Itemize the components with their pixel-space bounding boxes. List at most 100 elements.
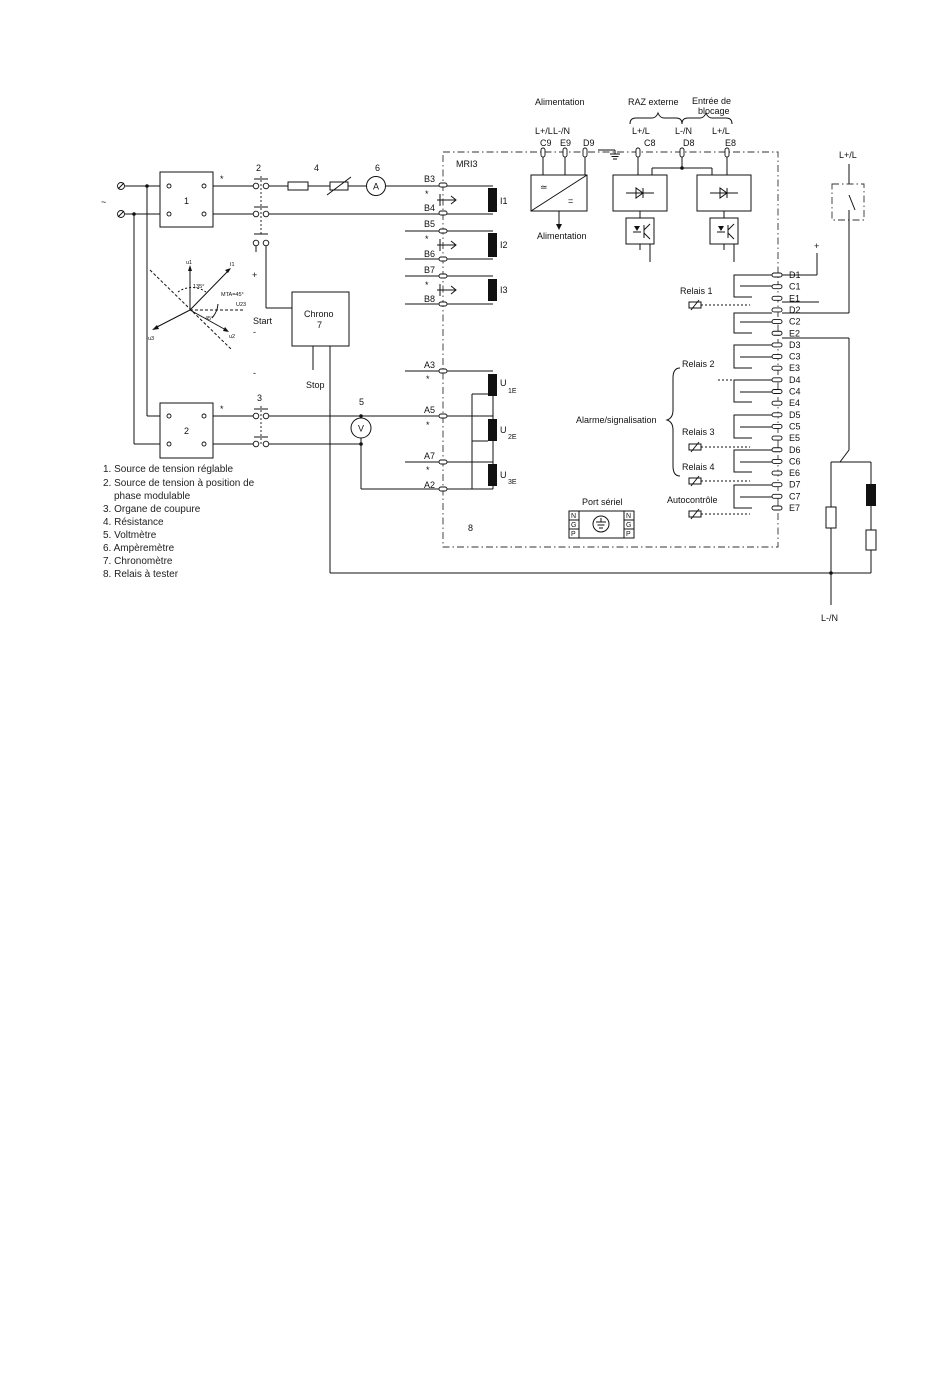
minus-sign-2: - (253, 368, 256, 378)
raz-lmn: L-/N (675, 126, 692, 136)
source-2-label: 2 (184, 426, 189, 436)
relais-4-label: Relais 4 (682, 462, 715, 472)
terminal-B4: B4 (424, 203, 435, 213)
legend-item-7: 7. Chronomètre (103, 556, 173, 567)
output-terminal-E4: E4 (789, 398, 800, 408)
star-source-1: * (220, 174, 224, 184)
output-terminal-socket (771, 482, 783, 488)
converter-ac: ≃ (540, 182, 548, 192)
supply-lmn: L-/N (553, 126, 570, 136)
blocage-label-2: blocage (698, 106, 730, 116)
label-U3E-sub: 3E (508, 479, 517, 486)
coil-U2E (488, 419, 497, 441)
relay-enclosure (442, 151, 779, 548)
port-ground (592, 515, 610, 533)
stop-label: Stop (306, 380, 325, 390)
label-U1E: U (500, 378, 507, 388)
legend-item-4: 4. Résistance (103, 517, 164, 528)
chrono-box (291, 291, 350, 347)
terminal-E8: E8 (725, 138, 736, 148)
terminal-C9: C9 (540, 138, 552, 148)
terminal-B6: B6 (424, 249, 435, 259)
output-terminal-socket (771, 458, 783, 464)
output-terminal-socket (771, 424, 783, 429)
breaker-bottom-number: 3 (257, 393, 262, 403)
terminal-B8: B8 (424, 294, 435, 304)
phasor-i1: I1 (230, 262, 235, 268)
output-terminal-E6: E6 (789, 468, 800, 478)
source-2-box (159, 402, 214, 459)
source-1-label: 1 (184, 196, 189, 206)
breaker-top-number: 2 (256, 163, 261, 173)
relay-mri3: MRI3 8 B3 * B4 I1 B5 * B6 I2 B7 * B8 (405, 96, 779, 548)
legend-item-8: 8. Relais à tester (103, 569, 179, 580)
phasor-135: 135° (193, 284, 204, 290)
external-circuit: L+/L + L-/N (782, 150, 877, 623)
blocage-optocoupler (709, 217, 739, 245)
port-g-right: G (626, 522, 631, 529)
raz-lpl: L+/L (632, 126, 650, 136)
output-terminal-D4: D4 (789, 375, 801, 385)
output-terminal-socket (771, 412, 783, 418)
star-B5: * (425, 234, 429, 244)
source-1-box (159, 171, 214, 228)
ext-switch-box (831, 183, 865, 221)
output-terminal-socket (771, 435, 783, 441)
plus-sign: + (252, 270, 257, 280)
resistor-fixed (287, 181, 309, 191)
converter-dc: = (568, 196, 573, 206)
output-terminal-D3: D3 (789, 340, 801, 350)
relay-contacts (733, 274, 772, 509)
output-terminal-socket (771, 493, 783, 499)
label-U2E-sub: 2E (508, 434, 517, 441)
output-terminal-C7: C7 (789, 491, 801, 501)
output-terminal-C2: C2 (789, 317, 801, 327)
relay-name: MRI3 (456, 159, 478, 169)
terminal-A5: A5 (424, 405, 435, 415)
current-circuit: 2 4 6 A + Start - - Chrono 7 Stop (213, 163, 831, 574)
output-terminal-socket (771, 365, 783, 371)
legend-item-6: 6. Ampèremètre (103, 543, 175, 554)
output-terminal-D5: D5 (789, 410, 801, 420)
relay-number: 8 (468, 523, 473, 533)
output-terminal-socket (771, 400, 783, 406)
output-terminal-D7: D7 (789, 480, 801, 490)
output-terminal-C1: C1 (789, 282, 801, 292)
output-terminal-socket (771, 447, 783, 453)
output-terminal-socket (771, 295, 783, 301)
blocage-lpl: L+/L (712, 126, 730, 136)
voltage-circuit: 3 5 V (213, 393, 440, 490)
terminal-A3: A3 (424, 360, 435, 370)
output-terminal-C5: C5 (789, 421, 801, 431)
coil-U1E (488, 374, 497, 396)
chrono-label: Chrono (304, 309, 334, 319)
output-terminal-E7: E7 (789, 503, 800, 513)
ammeter-number: 6 (375, 163, 380, 173)
alimentation-header: Alimentation (535, 97, 585, 107)
output-terminal-socket (771, 389, 783, 394)
output-terminal-C6: C6 (789, 456, 801, 466)
source-area: ~ 1 2 * * (101, 171, 224, 459)
resistor-number: 4 (314, 163, 319, 173)
output-terminal-E3: E3 (789, 363, 800, 373)
output-terminal-E5: E5 (789, 433, 800, 443)
ammeter (366, 176, 386, 196)
terminal-B5: B5 (424, 219, 435, 229)
ext-plus: + (814, 241, 819, 251)
terminal-E9: E9 (560, 138, 571, 148)
coil-I1 (488, 188, 497, 212)
voltmeter-number: 5 (359, 397, 364, 407)
port-n-right: N (626, 513, 631, 520)
ext-coil (866, 484, 876, 506)
output-terminals: D1C1E1D2C2E2D3C3E3D4C4E4D5C5E5D6C6E6D7C7… (771, 270, 801, 513)
output-terminal-D6: D6 (789, 445, 801, 455)
legend-item-2: 2. Source de tension à position de (103, 478, 255, 489)
coil-I2 (488, 233, 497, 257)
ammeter-symbol: A (373, 182, 379, 192)
ac-tilde: ~ (101, 197, 106, 207)
legend-item-3: 3. Organe de coupure (103, 504, 201, 515)
label-I3: I3 (500, 285, 508, 295)
autocontrole-label: Autocontrôle (667, 495, 718, 505)
terminal-A2: A2 (424, 480, 435, 490)
terminal-D9: D9 (583, 138, 595, 148)
